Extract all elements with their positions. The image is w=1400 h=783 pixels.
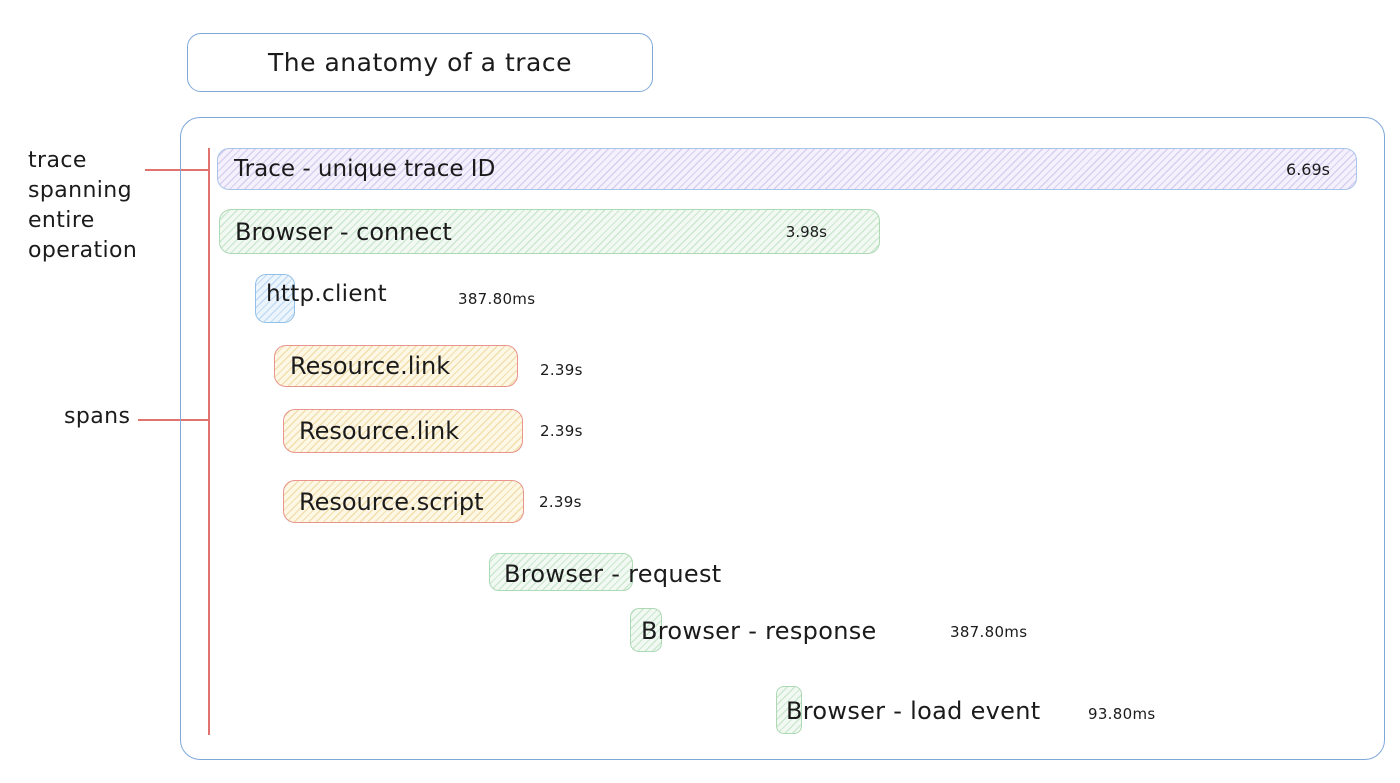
span-resource-script-duration: 2.39s [539, 493, 582, 511]
span-browser-response-box [630, 608, 662, 652]
spans-annotation-label: spans [64, 404, 131, 429]
span-resource-link-1: Resource.link [274, 345, 518, 387]
span-browser-load-event-box [776, 686, 802, 734]
span-resource-link-1-duration: 2.39s [540, 361, 583, 379]
span-http-client-duration: 387.80ms [458, 290, 536, 308]
title-box: The anatomy of a trace [187, 33, 653, 92]
span-http-client-label: http.client [266, 281, 387, 307]
span-resource-link-2-duration: 2.39s [540, 422, 583, 440]
span-resource-link-1-label: Resource.link [290, 352, 451, 380]
span-resource-link-2-label: Resource.link [299, 417, 460, 445]
trace-bar: Trace - unique trace ID 6.69s [217, 148, 1357, 190]
span-browser-connect-duration: 3.98s [785, 222, 827, 241]
trace-bar-label: Trace - unique trace ID [234, 156, 496, 182]
span-resource-script: Resource.script [283, 480, 524, 523]
span-browser-response-duration: 387.80ms [950, 623, 1028, 641]
span-browser-response-label: Browser - response [641, 617, 877, 645]
trace-connector-line [145, 169, 209, 171]
trace-bar-duration: 6.69s [1286, 159, 1330, 179]
span-browser-load-event-label: Browser - load event [786, 697, 1041, 725]
span-resource-script-label: Resource.script [299, 487, 484, 516]
span-browser-load-event-duration: 93.80ms [1088, 705, 1156, 723]
trace-container [180, 117, 1385, 760]
diagram-title: The anatomy of a trace [268, 48, 572, 77]
spans-connector-line [138, 419, 210, 421]
trace-annotation-label: trace spanning entire operation [28, 148, 138, 263]
span-http-client-box [255, 274, 295, 323]
span-browser-connect: Browser - connect 3.98s [219, 209, 880, 254]
span-resource-link-2: Resource.link [283, 409, 523, 453]
span-browser-request-label: Browser - request [504, 560, 722, 588]
span-browser-request-box [489, 553, 633, 591]
span-browser-connect-label: Browser - connect [235, 217, 452, 246]
spans-bracket-line [208, 148, 210, 735]
